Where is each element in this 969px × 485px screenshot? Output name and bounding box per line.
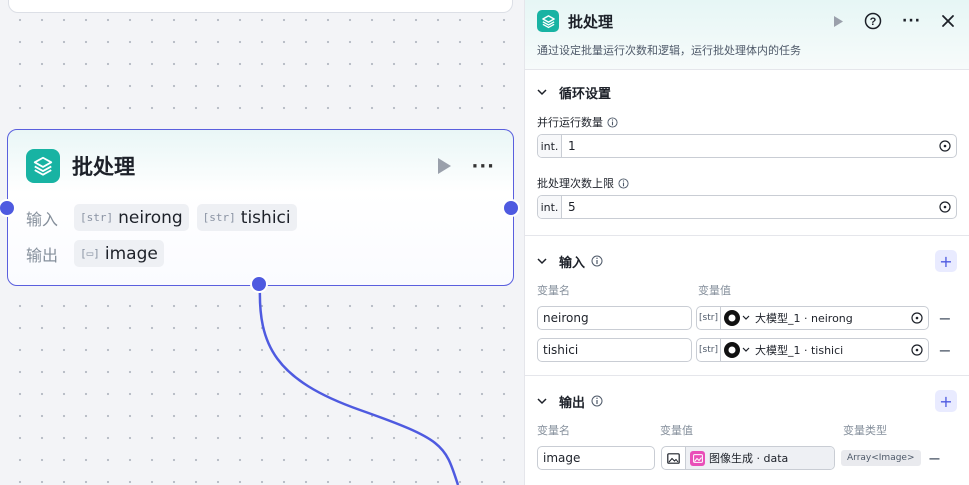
node-input-name: tishici xyxy=(240,207,291,228)
panel-description: 通过设定批量运行次数和逻辑，运行批处理体内的任务 xyxy=(537,44,801,57)
node-input-chip[interactable]: [str] tishici xyxy=(196,204,297,231)
workflow-canvas[interactable]: 批处理 ··· 输入 [str] neirong [str] tishici 输… xyxy=(0,0,524,485)
column-header-name: 变量名 xyxy=(537,284,570,297)
panel-title: 批处理 xyxy=(568,12,614,31)
remove-row-button[interactable]: − xyxy=(938,308,952,328)
variable-picker-icon[interactable] xyxy=(934,140,956,152)
variable-value-selector[interactable]: 图像生成 · data xyxy=(661,446,835,470)
chevron-down-icon xyxy=(537,397,549,405)
input-section-header[interactable]: 输入 + xyxy=(537,240,957,282)
variable-value-selector[interactable]: [str] 大模型_1 · neirong xyxy=(696,306,929,330)
loop-settings-section: 循环设置 并行运行数量 int. 1 批处理次数上限 int. 5 xyxy=(525,70,969,236)
node-config-panel: 批处理 ? ··· 通过设定批量运行次数和逻辑，运行批处理体内的任务 循环设置 xyxy=(524,0,969,485)
node-inputs-row: 输入 [str] neirong [str] tishici xyxy=(26,204,297,231)
node-right-port[interactable] xyxy=(502,199,520,217)
close-icon[interactable] xyxy=(941,14,955,28)
connection-wire[interactable] xyxy=(0,0,524,485)
variable-type-badge: Array<Image> xyxy=(841,450,921,466)
info-icon[interactable] xyxy=(607,116,618,128)
variable-picker-icon[interactable] xyxy=(934,201,956,213)
node-input-name: neirong xyxy=(118,207,183,228)
input-value: 5 xyxy=(568,200,576,214)
int-type-icon: int. xyxy=(538,135,562,157)
str-array-type-icon: [str] xyxy=(697,339,721,361)
column-header-value: 变量值 xyxy=(698,284,731,297)
column-header-value: 变量值 xyxy=(660,424,693,437)
variable-picker-icon[interactable] xyxy=(906,344,928,356)
remove-row-button[interactable]: − xyxy=(927,448,942,468)
column-header-type: 变量类型 xyxy=(843,424,887,437)
info-icon[interactable] xyxy=(591,255,603,267)
batch-layers-icon xyxy=(26,149,60,183)
batch-node-card[interactable]: 批处理 ··· 输入 [str] neirong [str] tishici 输… xyxy=(7,129,514,286)
more-options-icon[interactable]: ··· xyxy=(902,13,921,29)
output-section: 输出 + 变量名 变量值 变量类型 image 图像生成 · data xyxy=(525,376,969,470)
more-options-icon[interactable]: ··· xyxy=(471,155,495,177)
str-array-type-icon: [str] xyxy=(697,307,721,329)
node-outputs-row: 输出 [▭] image xyxy=(26,240,164,267)
add-input-button[interactable]: + xyxy=(935,250,957,272)
section-title: 输出 xyxy=(559,395,586,411)
variable-picker-icon[interactable] xyxy=(906,312,928,324)
panel-header: 批处理 ? ··· 通过设定批量运行次数和逻辑，运行批处理体内的任务 xyxy=(525,0,969,70)
int-type-icon: int. xyxy=(538,196,562,218)
chevron-down-icon xyxy=(537,257,549,265)
node-output-chip[interactable]: [▭] image xyxy=(74,240,164,267)
variable-name-input[interactable]: neirong xyxy=(537,306,692,330)
image-array-type-icon: [▭] xyxy=(80,247,100,260)
input-section: 输入 + 变量名 变量值 neirong [str] 大模型_1 · neiro… xyxy=(525,236,969,376)
remove-row-button[interactable]: − xyxy=(938,340,952,360)
node-input-chip[interactable]: [str] neirong xyxy=(74,204,189,231)
field-label: 并行运行数量 xyxy=(537,116,603,129)
str-array-type-icon: [str] xyxy=(80,211,114,224)
field-label: 批处理次数上限 xyxy=(537,177,614,190)
input-value: 1 xyxy=(568,139,576,153)
variable-reference: 大模型_1 · tishici xyxy=(755,344,844,357)
image-type-icon xyxy=(662,447,686,469)
batch-layers-icon xyxy=(537,10,559,32)
add-output-button[interactable]: + xyxy=(935,390,957,412)
str-array-type-icon: [str] xyxy=(202,211,236,224)
chevron-down-icon xyxy=(742,315,750,320)
variable-name-input[interactable]: tishici xyxy=(537,338,692,362)
chevron-down-icon xyxy=(537,88,549,96)
node-output-label: 输出 xyxy=(26,245,59,265)
node-bottom-port[interactable] xyxy=(250,275,268,293)
loop-settings-header[interactable]: 循环设置 xyxy=(537,70,957,114)
node-input-label: 输入 xyxy=(26,209,59,229)
node-title: 批处理 xyxy=(72,155,135,179)
run-node-button[interactable] xyxy=(435,157,453,175)
variable-reference: 大模型_1 · neirong xyxy=(755,312,853,325)
column-header-name: 变量名 xyxy=(537,424,570,437)
input-variable-row: tishici [str] 大模型_1 · tishici − xyxy=(537,338,957,362)
input-variable-row: neirong [str] 大模型_1 · neirong − xyxy=(537,306,957,330)
node-left-port[interactable] xyxy=(0,199,16,217)
max-batch-count-input[interactable]: int. 5 xyxy=(537,195,957,219)
help-icon[interactable]: ? xyxy=(864,12,882,30)
output-section-header[interactable]: 输出 + xyxy=(537,380,957,422)
llm-bot-icon xyxy=(724,342,740,358)
image-generation-icon xyxy=(690,450,705,466)
svg-text:?: ? xyxy=(870,16,877,28)
node-output-name: image xyxy=(104,243,158,264)
llm-bot-icon xyxy=(724,310,740,326)
play-icon[interactable] xyxy=(833,15,844,28)
variable-name-input[interactable]: image xyxy=(537,446,655,470)
output-variable-row: image 图像生成 · data Array<Image> − xyxy=(537,446,957,470)
chevron-down-icon xyxy=(742,347,750,352)
info-icon[interactable] xyxy=(618,177,629,189)
info-icon[interactable] xyxy=(591,395,603,407)
play-icon xyxy=(438,158,452,174)
variable-value-selector[interactable]: [str] 大模型_1 · tishici xyxy=(696,338,929,362)
section-title: 循环设置 xyxy=(559,86,612,102)
section-title: 输入 xyxy=(559,255,586,271)
parallel-count-input[interactable]: int. 1 xyxy=(537,134,957,158)
variable-reference: 图像生成 · data xyxy=(709,452,789,465)
